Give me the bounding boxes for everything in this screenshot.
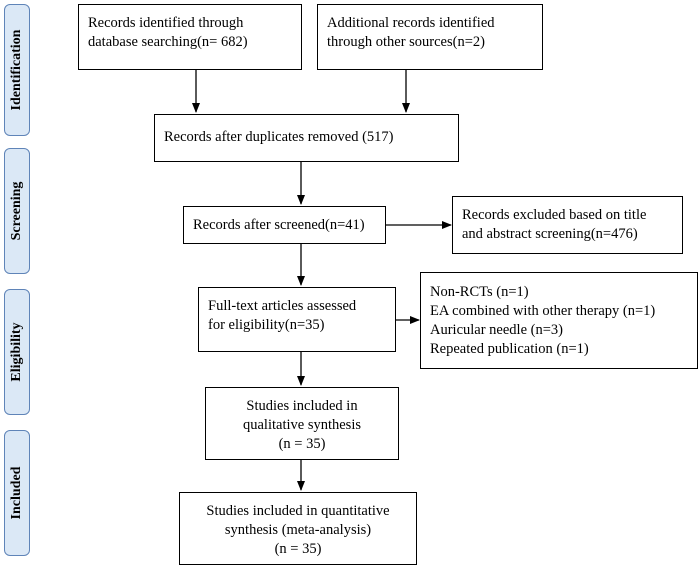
phase-included: Included [4,430,30,556]
box-text: database searching(n= 682) [88,34,248,50]
box-full-text-assessed: Full-text articles assessed for eligibil… [198,287,396,352]
box-excluded-title-abstract: Records excluded based on title and abst… [452,196,683,254]
box-qualitative-synthesis: Studies included in qualitative synthesi… [205,387,399,460]
phase-eligibility-label: Eligibility [9,322,24,382]
box-text: Studies included in quantitative [206,503,390,519]
box-text: (n = 35) [274,541,322,557]
box-text: (n = 35) [278,436,326,452]
phase-identification-label: Identification [9,29,24,111]
box-quantitative-synthesis: Studies included in quantitative synthes… [179,492,417,565]
box-text: for eligibility(n=35) [208,317,325,333]
exclusion-reason: Auricular needle (n=3) [430,322,563,338]
box-full-text-excluded: Non-RCTs (n=1) EA combined with other th… [420,272,698,369]
phase-included-label: Included [9,466,24,520]
box-duplicates-removed: Records after duplicates removed (517) [154,114,459,162]
box-screened: Records after screened(n=41) [183,206,386,244]
phase-screening: Screening [4,148,30,274]
box-text: Full-text articles assessed [208,298,357,314]
exclusion-reason: EA combined with other therapy (n=1) [430,303,656,319]
box-text: Records after duplicates removed (517) [164,129,394,145]
box-text: Records identified through [88,15,244,31]
box-text: and abstract screening(n=476) [462,226,638,242]
box-text: Additional records identified [327,15,495,31]
phase-screening-label: Screening [9,181,24,241]
phase-eligibility: Eligibility [4,289,30,415]
box-text: through other sources(n=2) [327,34,485,50]
box-text: Records excluded based on title [462,207,647,223]
exclusion-reason: Repeated publication (n=1) [430,341,589,357]
box-database-search: Records identified through database sear… [78,4,302,70]
box-text: qualitative synthesis [243,417,361,433]
box-other-sources: Additional records identified through ot… [317,4,543,70]
exclusion-reason: Non-RCTs (n=1) [430,284,529,300]
box-text: Records after screened(n=41) [193,217,365,233]
phase-identification: Identification [4,4,30,136]
box-text: Studies included in [246,398,358,414]
box-text: synthesis (meta-analysis) [224,522,372,538]
